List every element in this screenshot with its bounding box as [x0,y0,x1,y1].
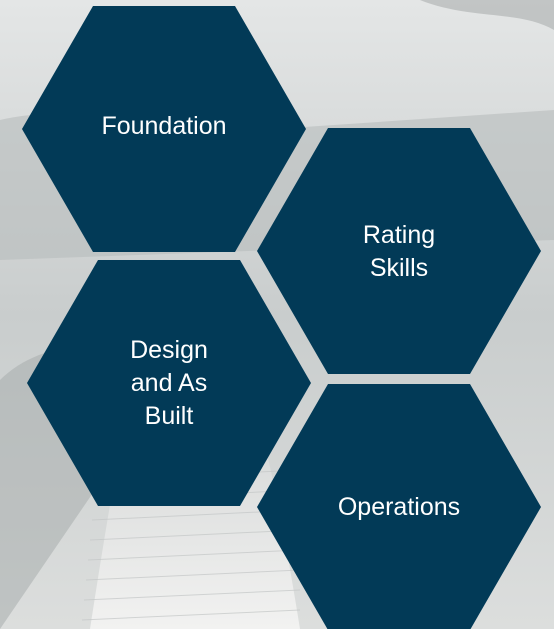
hexagon-rating-skills[interactable]: Rating Skills [257,128,541,374]
hexagon-foundation[interactable]: Foundation [22,6,306,252]
hexagon-foundation-label: Foundation [101,112,227,140]
hexagon-design-as-built[interactable]: Design and As Built [27,260,311,506]
hexagon-operations-label: Operations [337,493,461,521]
hexagon-rating-skills-label: Rating Skills [362,220,436,282]
hexagon-design-as-built-label: Design and As Built [130,336,208,430]
